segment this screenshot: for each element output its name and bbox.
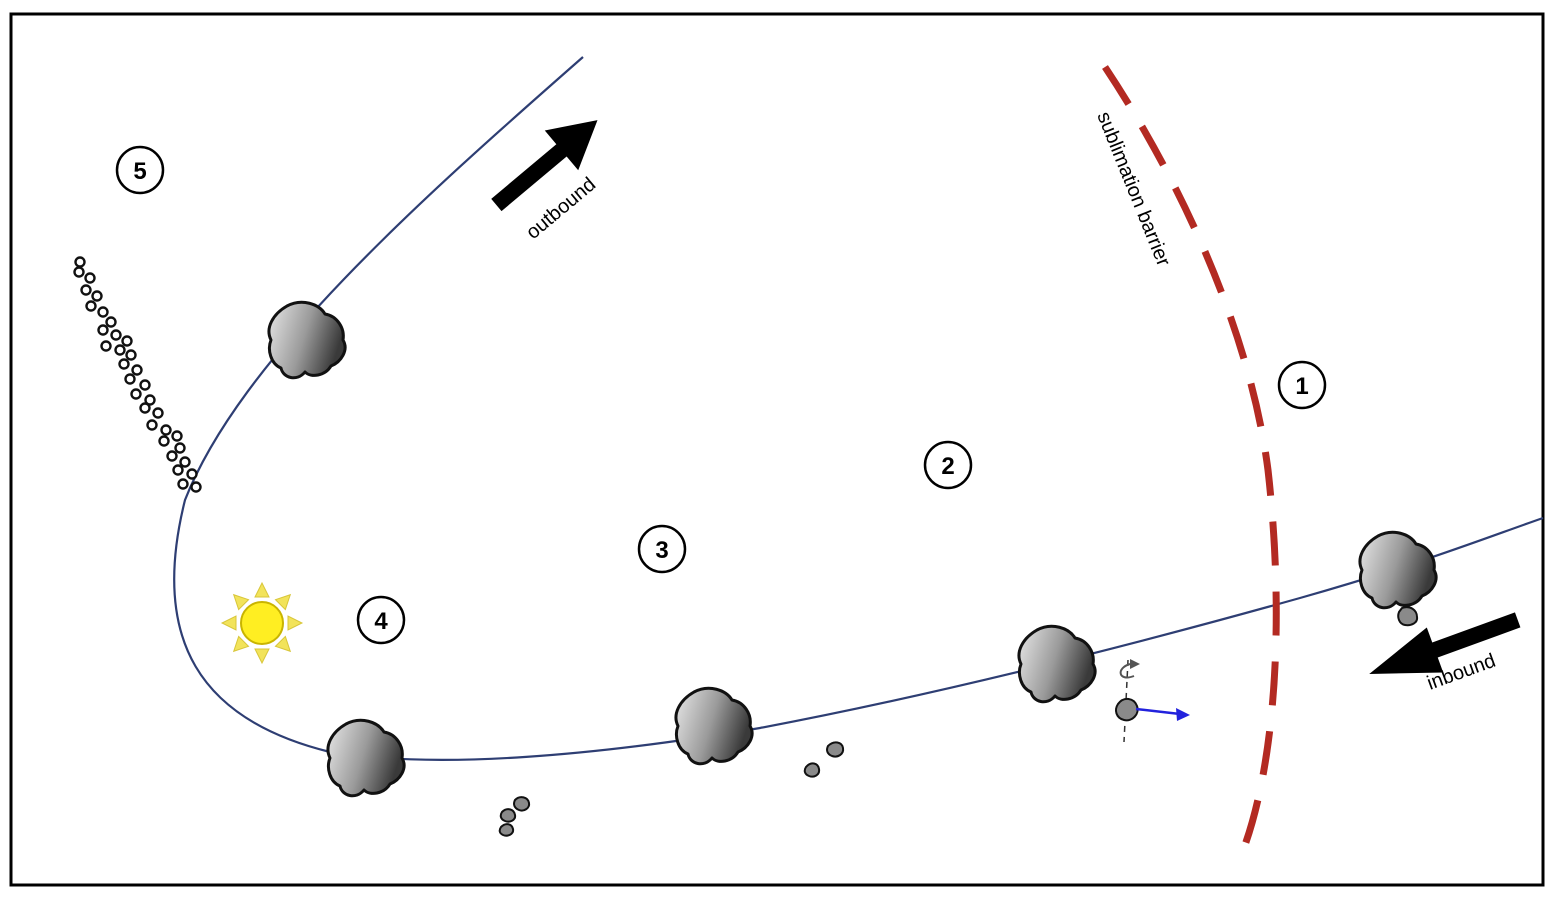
outbound-arrow [491, 120, 598, 212]
orbit-path [173, 56, 1544, 761]
rotating-fragment [1115, 659, 1190, 743]
svg-text:4: 4 [374, 608, 388, 635]
svg-text:1: 1 [1295, 373, 1308, 400]
fragment-group-perihelion [498, 796, 531, 837]
svg-text:5: 5 [133, 158, 146, 185]
marker-4: 4 [356, 595, 406, 645]
marker-1: 1 [1277, 360, 1327, 410]
marker-3: 3 [637, 524, 687, 574]
rotation-arrow-icon [1119, 663, 1135, 679]
svg-text:3: 3 [655, 537, 668, 564]
diagram-frame [9, 12, 1545, 887]
sun-icon [220, 581, 304, 665]
marker-2: 2 [923, 440, 973, 490]
inbound-arrow [1369, 612, 1521, 674]
marker-5: 5 [115, 145, 165, 195]
fragment [1397, 606, 1419, 627]
svg-text:2: 2 [941, 453, 954, 480]
sublimation-barrier-line [1102, 65, 1280, 847]
fragment-group-mid [803, 741, 845, 778]
dust-trail [73, 256, 202, 493]
